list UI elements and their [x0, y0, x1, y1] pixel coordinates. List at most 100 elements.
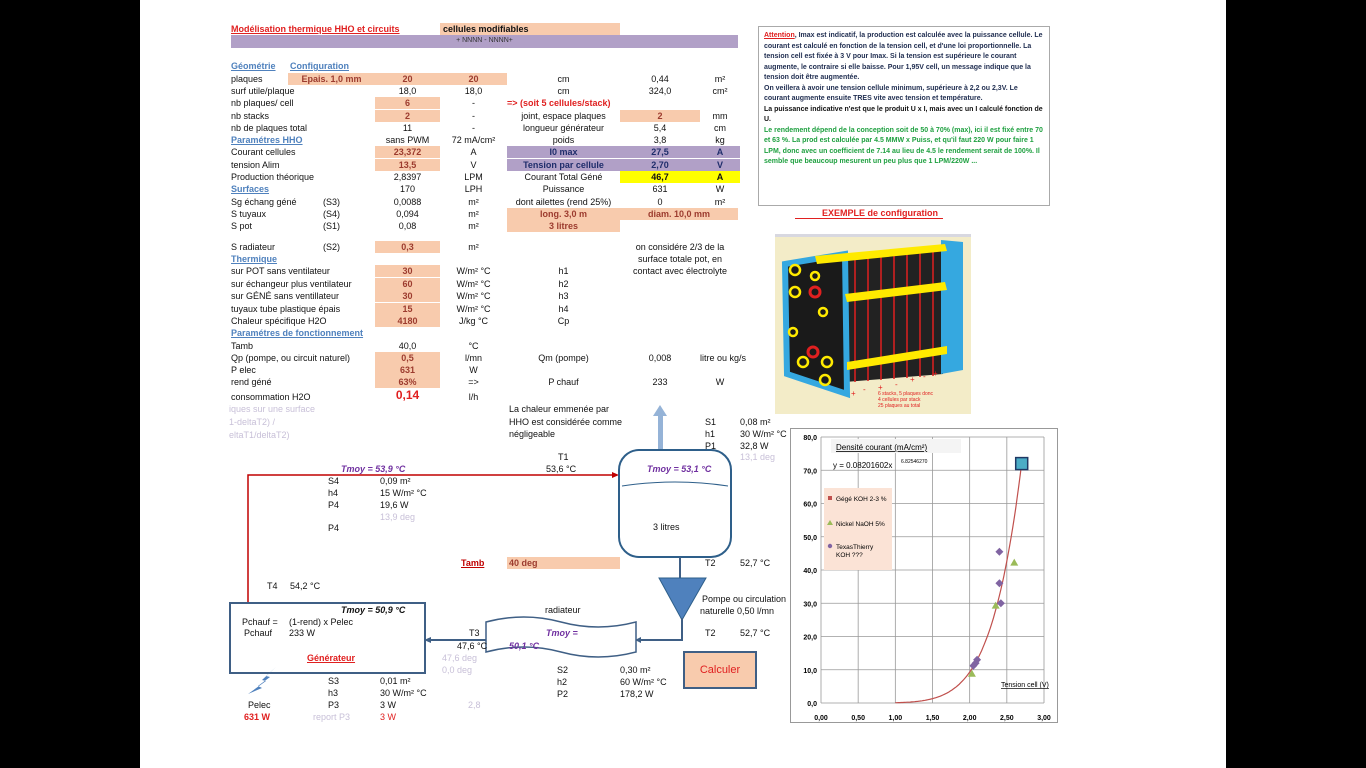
sign: +	[933, 369, 938, 378]
s1-value: 0,08 m²	[740, 417, 771, 427]
cell-value[interactable]: Epais. 1,0 mm	[288, 73, 375, 85]
cell-value[interactable]: 4180	[375, 315, 440, 327]
x-tick-label: 3,00	[1037, 715, 1051, 722]
cell-value[interactable]: 23,372	[375, 146, 440, 158]
section-geometry[interactable]: Géométrie	[231, 61, 276, 71]
calculate-button[interactable]: Calculer	[683, 651, 757, 689]
surface-note: on considére 2/3 de la surface totale po…	[620, 241, 740, 277]
report-p3-label: report P3	[313, 712, 351, 722]
row-label[interactable]: Surfaces	[231, 184, 270, 194]
tamb-value[interactable]: 40 deg	[507, 557, 620, 569]
y-tick-label: 60,0	[803, 502, 817, 509]
p3-extra: 2,8	[468, 700, 481, 710]
cell-value: 18,0	[464, 86, 483, 96]
generator-label: Générateur	[307, 653, 356, 663]
s4-value: 0,09 m²	[380, 476, 411, 486]
cell-value[interactable]: 2	[375, 110, 440, 122]
x-tick-label: 1,50	[926, 715, 940, 722]
row-label[interactable]: Paramétres de fonctionnement	[231, 328, 364, 338]
data-point-texas	[995, 579, 1004, 588]
cell-value[interactable]: long. 3,0 m	[507, 208, 620, 220]
cell-value[interactable]: 2	[620, 110, 700, 122]
data-point-nickel	[967, 669, 976, 677]
legend-marker	[827, 520, 833, 525]
cell-value: Tension par cellule	[507, 159, 620, 171]
cell-value[interactable]: 20	[375, 73, 440, 85]
cell-value[interactable]: 15	[375, 303, 440, 315]
cell-value[interactable]: 13,5	[375, 159, 440, 171]
cell-value: m²	[714, 197, 726, 207]
cell-value[interactable]: 60	[375, 278, 440, 290]
row-label: S pot	[231, 221, 253, 231]
note-p3: La puissance indicative n'est que le pro…	[764, 105, 1043, 124]
row-label: tension Alim	[231, 160, 280, 170]
row-label[interactable]: Paramétres HHO	[231, 135, 303, 145]
cell-value[interactable]: 30	[375, 290, 440, 302]
cell-value: I0 max	[507, 146, 620, 158]
cell-value: LPH	[464, 184, 483, 194]
y-tick-label: 30,0	[803, 601, 817, 608]
cell-value[interactable]: 63%	[375, 376, 440, 388]
info-note: Attention, Imax est indicatif, la produc…	[758, 26, 1050, 206]
cell-value: A	[700, 171, 740, 183]
cell-value[interactable]: 20	[440, 73, 507, 85]
legend-marker	[828, 496, 832, 500]
cell-value: mm	[712, 111, 728, 121]
p4-deg: 13,9 deg	[380, 512, 416, 522]
cell-value: 0,08	[398, 221, 417, 231]
note-line: surface totale pot, en	[637, 254, 723, 264]
t3-deg: 47,6 deg	[442, 653, 478, 663]
data-point-texas	[995, 547, 1004, 556]
s1-label: S1	[705, 417, 717, 427]
cell-value: Courant Total Géné	[524, 172, 603, 182]
row-label: Chaleur spécifique H2O	[231, 316, 327, 326]
cell-value: 11	[402, 123, 413, 133]
caption: 6 stacks, 5 plaques donc	[878, 391, 934, 397]
row-label: tuyaux tube plastique épais	[231, 304, 341, 314]
cell-value: m²	[468, 197, 479, 207]
p1-deg: 13,1 deg	[740, 452, 776, 462]
data-point-nickel	[1010, 558, 1019, 566]
sign: -	[923, 372, 926, 381]
cell-value: 46,7	[620, 171, 700, 183]
radiator-label: radiateur	[545, 605, 581, 615]
row-label: consommation H2O	[231, 392, 311, 402]
cell-value[interactable]: 30	[375, 265, 440, 277]
cell-value: cm	[557, 74, 570, 84]
cell-value[interactable]: 0,3	[375, 241, 440, 253]
cell-value[interactable]: 631	[375, 364, 440, 376]
cell-value: J/kg °C	[458, 316, 489, 326]
cell-value: 72 mA/cm²	[451, 135, 496, 145]
cell-value: 5,4	[653, 123, 667, 133]
pump-label: Pompe ou circulation	[702, 594, 787, 604]
cell-value: => (soit 5 cellules/stack)	[507, 98, 611, 108]
cell-value: 0,44	[651, 74, 669, 84]
cell-value[interactable]: 0,5	[375, 352, 440, 364]
tank-tmoy: Tmoy = 53,1 °C	[647, 464, 712, 474]
row-label: Sg échang géné	[231, 197, 297, 207]
cell-value: (S4)	[322, 209, 340, 219]
section-configuration[interactable]: Configuration	[290, 61, 349, 71]
cell-value: litre ou kg/s	[700, 353, 747, 363]
row-label: sur GÉNÉ sans ventillateur	[231, 291, 340, 301]
cell-value: h1	[558, 266, 569, 276]
row-label[interactable]: Thermique	[231, 254, 278, 264]
cell-value: 0	[657, 197, 663, 207]
cell-value: h2	[558, 279, 569, 289]
cell-value[interactable]: 6	[375, 97, 440, 109]
row-label: sur POT sans ventilateur	[231, 266, 330, 276]
cell-value: W/m² °C	[456, 291, 491, 301]
p3-label: P3	[328, 700, 340, 710]
attention-label: Attention	[764, 32, 795, 39]
title-bg	[831, 439, 961, 453]
h2-value: 60 W/m² °C	[620, 677, 667, 687]
x-tick-label: 1,00	[889, 715, 903, 722]
cell-value[interactable]: 3 litres	[507, 220, 620, 232]
note-p2: On veillera à avoir une tension cellule …	[764, 84, 1018, 103]
cell-value: l/h	[468, 392, 479, 402]
pchauf-value: 233 W	[289, 628, 316, 638]
y-tick-label: 10,0	[803, 668, 817, 675]
cell-value[interactable]: diam. 10,0 mm	[620, 208, 738, 220]
generator-tmoy: Tmoy = 50,9 °C	[341, 605, 406, 615]
